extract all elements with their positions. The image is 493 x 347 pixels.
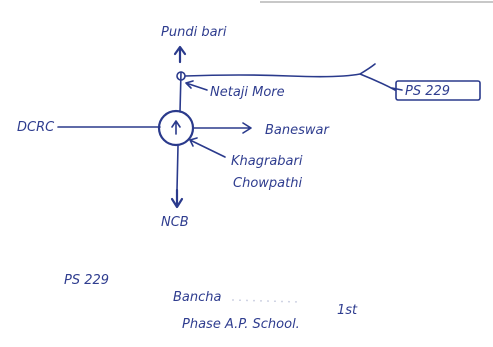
footer-school-part1: Bancha: [173, 290, 222, 305]
ps-229-label: PS 229: [405, 84, 450, 99]
ps-229-box-connector: [391, 87, 403, 91]
ps-229-box: [395, 80, 481, 101]
west-label: DCRC: [17, 120, 55, 135]
netaji-more-label: Netaji More: [210, 85, 285, 100]
north-label: Pundi bari: [161, 25, 227, 40]
east-road-arrow: [193, 122, 252, 134]
east-label: Baneswar: [265, 123, 330, 138]
south-road-segment: [176, 145, 179, 191]
footer-ps-number: PS 229: [64, 273, 109, 288]
netaji-more-pointer: [185, 80, 208, 91]
junction-circle: [157, 109, 195, 147]
south-label: NCB: [161, 215, 189, 230]
junction-inner-mark: [171, 120, 181, 135]
khagrabari-pointer: [189, 137, 226, 158]
junction-name-label-line1: Khagrabari: [231, 154, 303, 169]
footer-school-part2: 1st: [337, 303, 358, 318]
south-arrow: [170, 188, 184, 209]
footer-school-part3: Phase A.P. School.: [182, 317, 300, 332]
footer-faint-trail: [231, 299, 301, 303]
north-road-segment: [179, 71, 182, 113]
junction-name-label-line2: Chowpathi: [233, 176, 302, 191]
north-arrow: [173, 45, 187, 64]
